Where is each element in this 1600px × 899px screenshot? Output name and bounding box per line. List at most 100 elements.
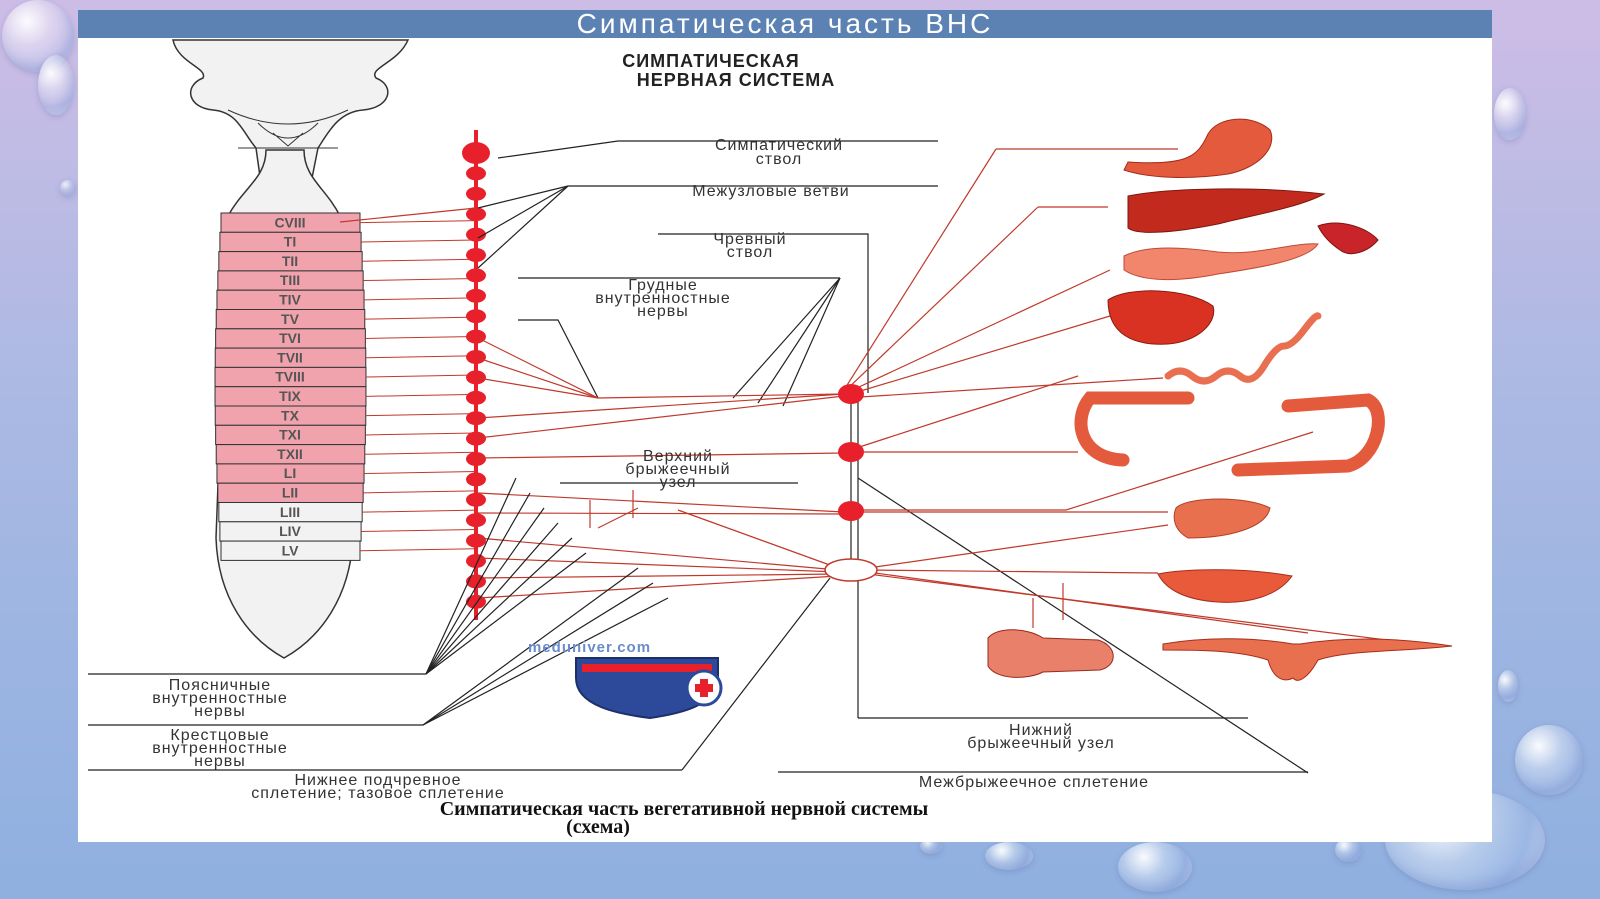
inferior-mesenteric-ganglion [838, 501, 864, 521]
trunk-ganglion [466, 594, 486, 609]
liver-image [1127, 188, 1326, 233]
trunk-ganglion [466, 533, 486, 548]
trunk-ganglion [466, 492, 486, 507]
caption-line-1: Симпатическая часть вегетативной нервной… [440, 798, 929, 820]
uterus-image [1162, 638, 1453, 681]
trunk-ganglion [466, 288, 486, 303]
organs [987, 118, 1453, 681]
descending-colon-image [1231, 393, 1385, 477]
label-thoracic-splanchnic-2: внутренностные [595, 290, 731, 307]
spinal-segment-label: TV [281, 311, 300, 327]
spinal-segment-label: TI [284, 234, 296, 250]
kidney-image [1107, 290, 1215, 345]
spinal-segment-label: CVIII [274, 214, 305, 230]
label-celiac-trunk-2: ствол [727, 244, 774, 261]
bubble-decoration [920, 838, 942, 854]
spinal-segment-label: LV [282, 542, 300, 558]
ramus-line [365, 374, 477, 378]
celiac-ganglion [838, 384, 864, 404]
trunk-ganglion [466, 227, 486, 242]
meduniver-logo [575, 657, 723, 720]
label-sacral-splanchnic-2: внутренностные [152, 740, 288, 757]
ramus-line [365, 432, 477, 436]
spinal-segment-label: LIII [280, 504, 300, 520]
ramus-line [364, 451, 477, 455]
spinal-segment-label: TX [281, 407, 300, 423]
ramus-line [364, 297, 477, 301]
label-inferior-mesenteric-1: Нижний [1009, 722, 1073, 739]
ramus-line [361, 528, 477, 532]
trunk-ganglion [466, 207, 486, 222]
label-inferior-hypogastric-1: Нижнее подчревное [294, 772, 461, 789]
label-thoracic-splanchnic-1: Грудные [628, 277, 698, 294]
ramus-line [362, 258, 477, 262]
label-sacral-splanchnic-1: Крестцовые [170, 727, 269, 744]
bubble-decoration [38, 55, 74, 115]
spinal-segment-label: TII [282, 253, 298, 269]
trunk-ganglion [466, 166, 486, 181]
ramus-line [361, 239, 477, 243]
ramus-line [365, 355, 477, 359]
bubble-decoration [60, 180, 76, 196]
bladder-image [1157, 569, 1293, 603]
ramus-line [365, 393, 477, 397]
stomach-image [1123, 118, 1273, 178]
trunk-ganglion [466, 370, 486, 385]
spinal-segment-label: TXI [279, 427, 301, 443]
ramus-line [363, 490, 477, 494]
trunk-ganglion [466, 350, 486, 364]
trunk-ganglion [466, 513, 486, 528]
trunk-ganglion [462, 142, 490, 164]
trunk-ganglion [466, 472, 486, 487]
slide-title: Симпатическая часть ВНС [78, 10, 1492, 38]
nerve-lines [88, 140, 1419, 774]
spinal-segment-label: TVII [277, 349, 303, 365]
label-sympathetic-trunk-2: ствол [756, 151, 803, 168]
trunk-ganglion [466, 329, 486, 344]
ramus-line [363, 278, 477, 282]
ramus-line [365, 335, 477, 339]
ramus-line [359, 220, 477, 224]
label-lumbar-splanchnic-2: внутренностные [152, 690, 288, 707]
label-superior-mesenteric-2: брыжеечный [625, 461, 730, 478]
trunk-ganglion [466, 309, 486, 324]
label-celiac-trunk-1: Чревный [713, 231, 786, 248]
diagram-heading-line-1: СИМПАТИЧЕСКАЯ [622, 51, 799, 71]
spinal-segment-label: LIV [279, 523, 301, 539]
bubble-decoration [985, 842, 1033, 870]
pancreas-image [1123, 243, 1319, 281]
trunk-ganglion [466, 390, 486, 405]
spinal-segment-label: TIX [279, 388, 301, 404]
trunk-ganglion [466, 268, 486, 283]
small-intestine-image [1164, 312, 1322, 385]
label-intermesenteric: Межбрыжеечное сплетение [919, 774, 1149, 791]
trunk-ganglion [466, 452, 486, 466]
label-lumbar-splanchnic-1: Поясничные [169, 677, 271, 694]
sympathetic-diagram: СИМПАТИЧЕСКАЯ НЕРВНАЯ СИСТЕМА CVIIITITII… [88, 39, 1453, 838]
label-internodal-branches: Межузловые ветви [692, 183, 849, 200]
bubble-decoration [1335, 838, 1361, 862]
slide: Симпатическая часть ВНС СИМПАТИЧЕСКАЯ НЕ… [78, 10, 1492, 842]
spinal-segment-label: TVIII [275, 369, 305, 385]
brainstem-detail [227, 109, 349, 149]
label-superior-mesenteric-3: узел [660, 474, 697, 491]
trunk-ganglion [466, 431, 486, 446]
trunk-ganglion [466, 248, 486, 262]
watermark-text: meduniver.com [528, 639, 651, 656]
spinal-segment-label: TIV [279, 292, 301, 308]
label-inferior-mesenteric-2: брыжеечный узел [967, 735, 1114, 752]
label-thoracic-splanchnic-3: нервы [637, 303, 689, 320]
ramus-line [364, 471, 477, 475]
bubble-decoration [1118, 842, 1192, 892]
label-sympathetic-trunk-1: Симпатический [715, 137, 843, 154]
caption-line-2: (схема) [566, 816, 630, 838]
superior-mesenteric-ganglion [838, 442, 864, 462]
ramus-line [359, 548, 477, 552]
trunk-ganglion [466, 411, 486, 426]
spinal-segment-label: LI [284, 465, 296, 481]
ramus-line [365, 413, 477, 417]
trunk-ganglia [462, 142, 490, 609]
label-lumbar-splanchnic-3: нервы [194, 703, 246, 720]
spinal-segments: CVIIITITIITIIITIVTVTVITVIITVIIITIXTXTXIT… [214, 212, 477, 561]
male-genitalia-image [987, 629, 1114, 678]
